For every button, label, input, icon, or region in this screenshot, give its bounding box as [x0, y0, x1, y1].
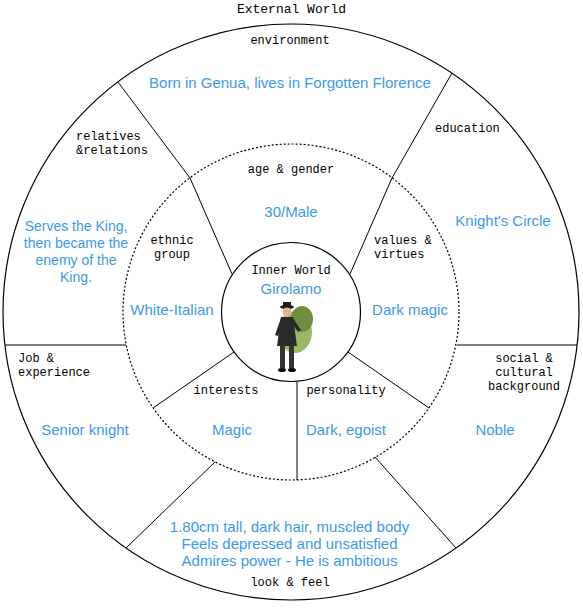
segment-label: Job & experience — [18, 352, 98, 380]
ring-segment: relatives &relationsServes the King, the… — [16, 130, 156, 286]
circle-border — [3, 24, 579, 600]
arm — [292, 318, 301, 332]
segment-label: look & feel — [160, 576, 420, 590]
ring-segment: 1.80cm tall, dark hair, muscled body Fee… — [160, 518, 420, 590]
ring-segment: values & virtuesDark magic — [370, 234, 460, 318]
segment-label: ethnic group — [147, 234, 197, 262]
segment-value: 1.80cm tall, dark hair, muscled body Fee… — [162, 518, 417, 569]
segment-value: Senior knight — [35, 421, 135, 438]
leg — [289, 345, 294, 369]
circle-outline — [221, 242, 361, 382]
segment-value: Magic — [202, 421, 262, 438]
inner-world-circle: Inner WorldGirolamo — [221, 242, 361, 382]
leg — [280, 345, 285, 369]
shoe — [278, 368, 286, 372]
segment-label: environment — [130, 34, 450, 48]
segment-value: Dark, egoist — [303, 421, 389, 438]
divider-lines — [5, 73, 577, 548]
diagram-title: External World — [0, 2, 583, 17]
divider-line — [5, 345, 126, 346]
divider-line — [348, 352, 429, 408]
segment-value: Born in Genua, lives in Forgotten Floren… — [130, 74, 450, 91]
segment-value: Girolamo — [221, 280, 361, 297]
ring-segment: age & gender 30/Male — [221, 163, 361, 220]
divider-line — [190, 178, 232, 274]
segment-value: White-Italian — [127, 301, 217, 318]
ring-segment: Job & experienceSenior knight — [18, 352, 138, 438]
shoe — [288, 368, 296, 372]
ring-segment: educationKnight's Circle — [430, 122, 560, 229]
segment-value: Serves the King, then became the enemy o… — [21, 218, 131, 286]
middle-dotted-circle — [123, 144, 459, 480]
segment-value: Dark magic — [370, 301, 450, 318]
ring-segment: environmentBorn in Genua, lives in Forgo… — [130, 34, 450, 91]
segment-label: interests — [190, 384, 262, 398]
character-figure — [275, 302, 313, 372]
circle-border — [222, 243, 361, 382]
arm — [275, 318, 283, 336]
segment-label: values & virtues — [374, 234, 436, 262]
segment-label: Inner World — [221, 264, 361, 278]
segment-label: education — [435, 122, 510, 136]
ring-segment: interestsMagic — [190, 384, 270, 438]
divider-line — [153, 352, 234, 408]
segment-label: social & cultural background — [486, 352, 562, 394]
segment-value: Knight's Circle — [448, 212, 558, 229]
divider-line — [457, 345, 577, 346]
ring-segment: social & cultural backgroundNoble — [455, 352, 565, 438]
segment-value: 30/Male — [221, 203, 361, 220]
segment-label: age & gender — [221, 163, 361, 177]
ring-segment: ethnic groupWhite-Italian — [127, 234, 217, 318]
head — [283, 308, 292, 317]
segment-label: relatives &relations — [76, 130, 156, 158]
divider-line — [297, 382, 298, 480]
ring-segment: personalityDark, egoist — [303, 384, 393, 438]
segment-label: personality — [303, 384, 389, 398]
segment-value: Noble — [455, 421, 535, 438]
